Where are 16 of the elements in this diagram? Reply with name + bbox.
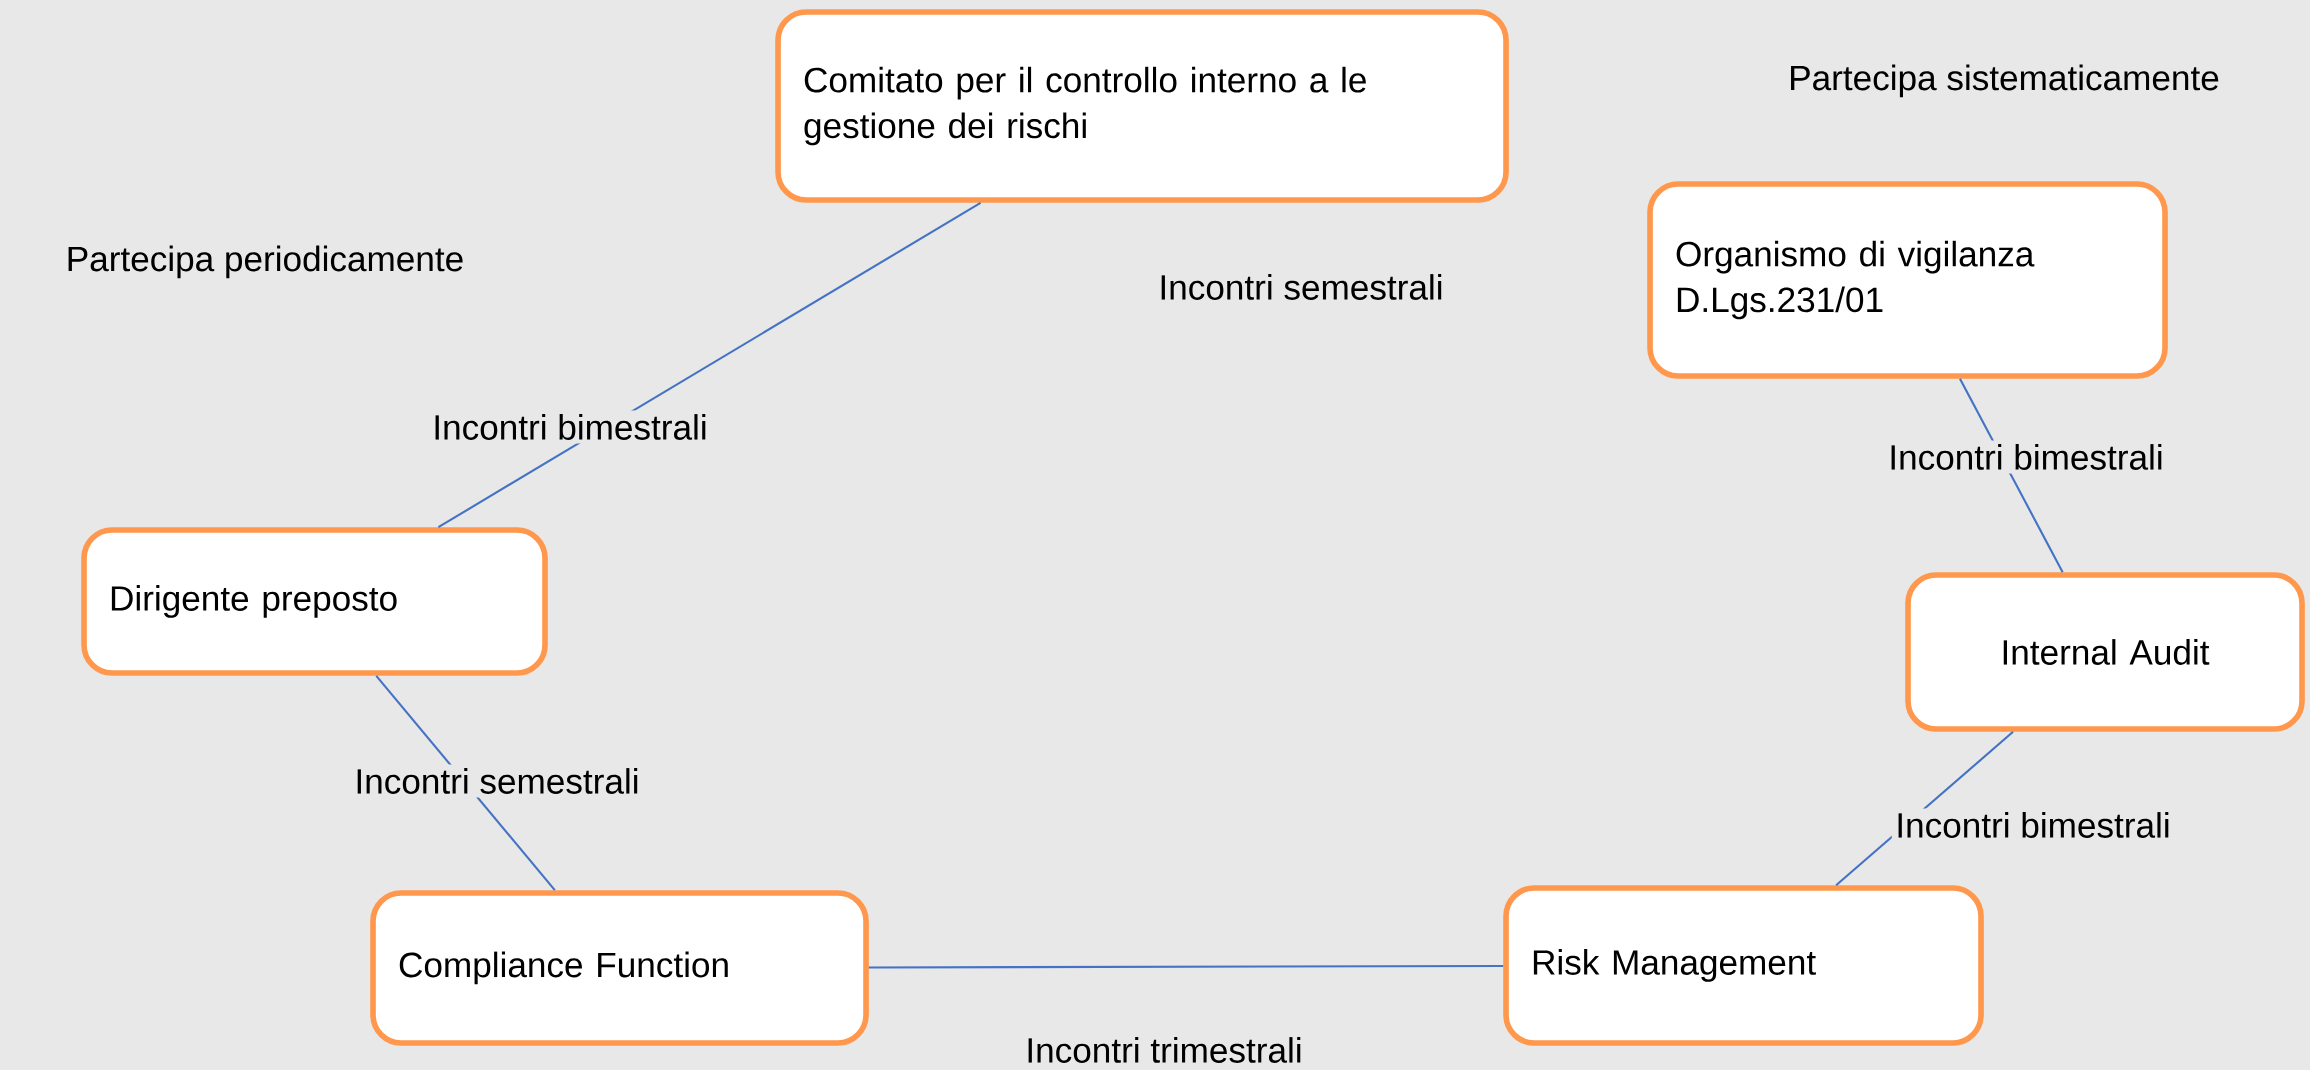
connector-line (868, 965, 1504, 969)
edge-label: Incontri bimestrali (428, 410, 712, 444)
edge-label: Incontri bimestrali (1884, 440, 2168, 474)
note-text: Incontri semestrali (1161, 274, 1442, 300)
process-box: Dirigente preposto (81, 527, 548, 676)
connector-line (437, 201, 982, 529)
note-text: Partecipa sistematicamente (1791, 64, 2219, 98)
edge-label: Incontri bimestrali (1891, 808, 2175, 842)
edge-label: Incontri semestrali (350, 764, 644, 798)
edge-label: Incontri trimestrali (1021, 1033, 1307, 1067)
note-text: Partecipa periodicamente (68, 245, 463, 279)
process-box: Comitato per il controllo interno a le gestione dei rischi (775, 9, 1509, 203)
process-box: Compliance Function (370, 890, 869, 1046)
process-box: Risk Management (1503, 885, 1984, 1046)
process-box: Internal Audit (1905, 572, 2305, 732)
process-box: Organismo di vigilanza D.Lgs.231/01 (1647, 181, 2168, 379)
